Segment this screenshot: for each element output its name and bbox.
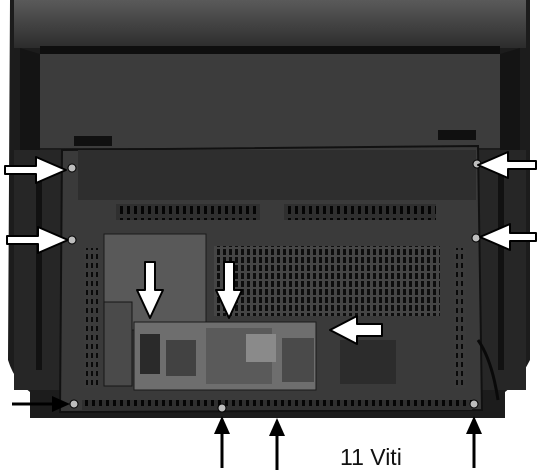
screw-arrow-panel-left-down <box>136 261 164 319</box>
screw-arrow-right-upper <box>477 151 537 179</box>
screw-arrow-bottom-center <box>214 416 230 468</box>
screw-count-caption: 11 Viti <box>340 444 402 470</box>
screw-arrow-left-upper <box>4 156 67 184</box>
screw-arrow-bottom-left <box>12 396 70 412</box>
screw-arrow-connector-panel <box>329 315 383 345</box>
screw-arrow-bottom-mid <box>269 418 285 470</box>
rear-cover <box>58 144 500 414</box>
screw-arrow-panel-center-down <box>215 261 243 319</box>
screw-arrow-right-middle <box>479 223 537 251</box>
screw-arrow-left-middle <box>6 226 69 254</box>
screw-arrow-bottom-right <box>466 416 482 468</box>
